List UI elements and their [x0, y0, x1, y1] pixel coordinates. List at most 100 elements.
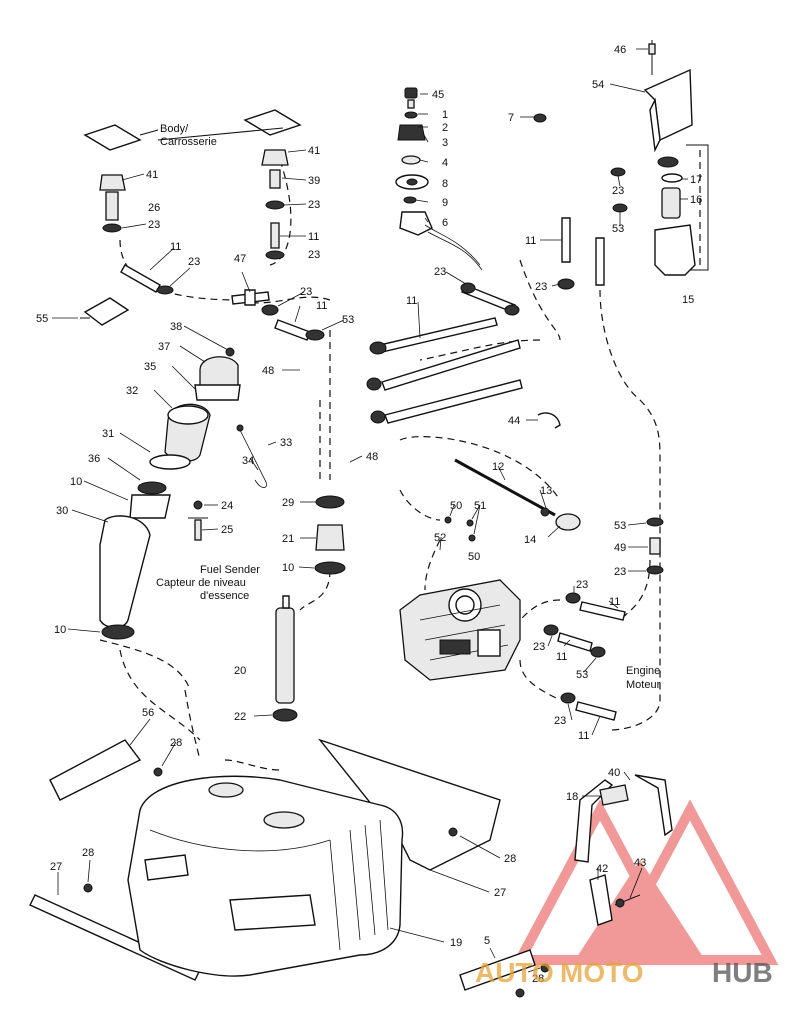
callout-10-a: 10 — [70, 476, 82, 488]
callout-36: 36 — [88, 453, 100, 465]
callout-49: 49 — [614, 542, 626, 554]
leader-lines — [52, 48, 688, 973]
fuel-pump-bracket — [643, 40, 693, 153]
callout-15: 15 — [682, 294, 694, 306]
body-label-fr: Carrosserie — [160, 136, 217, 148]
callout-1: 1 — [442, 109, 448, 121]
callout-9: 9 — [442, 197, 448, 209]
callout-56: 56 — [142, 707, 154, 719]
callout-23-i: 23 — [614, 566, 626, 578]
callout-7: 7 — [508, 112, 514, 124]
callout-11-g: 11 — [556, 651, 567, 663]
callout-13: 13 — [540, 485, 552, 497]
callout-34: 34 — [242, 455, 254, 467]
watermark-auto: AUTO — [475, 957, 554, 988]
carburetor — [399, 579, 521, 681]
callout-30: 30 — [56, 505, 68, 517]
callout-38: 38 — [170, 321, 182, 333]
callout-25: 25 — [221, 524, 233, 536]
callout-23-f: 23 — [434, 266, 446, 278]
fuel-tank — [127, 775, 404, 977]
callout-8: 8 — [442, 178, 448, 190]
callout-16: 16 — [690, 194, 702, 206]
callout-23-l: 23 — [554, 715, 566, 727]
callout-23-j: 23 — [576, 579, 588, 591]
callout-26: 26 — [148, 202, 160, 214]
callout-46: 46 — [614, 44, 626, 56]
engine-hoses — [543, 517, 664, 721]
callout-23-a: 23 — [308, 199, 320, 211]
callout-53-c: 53 — [614, 520, 626, 532]
clip-55 — [80, 297, 130, 326]
callout-28-b: 28 — [82, 847, 94, 859]
callout-41-left: 41 — [146, 169, 158, 181]
callout-23-h: 23 — [612, 185, 624, 197]
callout-21: 21 — [282, 533, 294, 545]
callout-53-a: 53 — [342, 314, 354, 326]
callout-4: 4 — [442, 157, 448, 169]
callout-12: 12 — [492, 461, 504, 473]
engine-label-fr: Moteur — [626, 679, 661, 691]
callout-53-b: 53 — [612, 223, 624, 235]
watermark-text: AUTO MOTO HUB — [475, 957, 773, 988]
callout-19: 19 — [450, 937, 462, 949]
watermark-moto: MOTO — [560, 957, 643, 988]
callout-51: 51 — [474, 500, 486, 512]
callout-53-d: 53 — [576, 669, 588, 681]
vent-valve-stack — [395, 87, 483, 271]
callout-42: 42 — [596, 863, 608, 875]
callout-23-g: 23 — [535, 281, 547, 293]
callout-32: 32 — [126, 385, 138, 397]
callout-55: 55 — [36, 313, 48, 325]
fuel-sender-label-fr1: Capteur de niveau — [156, 577, 246, 589]
callout-54: 54 — [592, 79, 604, 91]
fuel-line-routes — [99, 150, 701, 771]
callout-23-c: 23 — [308, 249, 320, 261]
fuel-sender-label-fr2: d'essence — [200, 590, 249, 602]
fuel-sender-label-en: Fuel Sender — [200, 564, 260, 576]
callout-28-c: 28 — [504, 853, 516, 865]
callout-20: 20 — [234, 665, 246, 677]
callout-6: 6 — [442, 217, 448, 229]
body-label-en: Body/ — [160, 123, 189, 135]
callout-11-e: 11 — [525, 235, 536, 247]
callout-11-d: 11 — [406, 295, 417, 307]
callout-24: 24 — [221, 500, 233, 512]
watermark-hub: HUB — [712, 957, 773, 988]
callout-35: 35 — [144, 361, 156, 373]
pickup-line — [444, 412, 581, 542]
vent-fittings-left — [99, 149, 289, 260]
text-labels: Body/ Carrosserie Fuel Sender Capteur de… — [156, 123, 661, 691]
support-bracket-right — [574, 774, 673, 926]
callout-41-right: 41 — [308, 145, 320, 157]
callout-14: 14 — [524, 534, 536, 546]
callout-47: 47 — [234, 253, 246, 265]
callout-2: 2 — [442, 122, 448, 134]
callout-31: 31 — [102, 428, 114, 440]
callout-23-d: 23 — [188, 256, 200, 268]
callout-11-c: 11 — [316, 300, 327, 312]
callout-48-b: 48 — [366, 451, 378, 463]
filler-neck-assembly — [99, 347, 267, 640]
callout-27-a: 27 — [50, 861, 62, 873]
callout-50-a: 50 — [450, 500, 462, 512]
callout-17: 17 — [690, 174, 702, 186]
callout-10-b: 10 — [282, 562, 294, 574]
callout-3: 3 — [442, 137, 448, 149]
clamp-stack-center — [314, 495, 346, 575]
callout-45: 45 — [432, 89, 444, 101]
callout-43: 43 — [634, 857, 646, 869]
callout-labels: 46 54 45 1 2 7 3 4 8 9 6 41 41 39 23 26 … — [36, 44, 702, 985]
callout-52: 52 — [434, 532, 446, 544]
callout-22: 22 — [234, 711, 246, 723]
callout-10-c: 10 — [54, 624, 66, 636]
callout-23-b: 23 — [148, 219, 160, 231]
callout-5: 5 — [484, 935, 490, 947]
callout-27-b: 27 — [494, 887, 506, 899]
callout-50-b: 50 — [468, 551, 480, 563]
watermark-logo — [511, 799, 779, 965]
callout-23-e: 23 — [300, 286, 312, 298]
callout-39: 39 — [308, 175, 320, 187]
callout-11-b: 11 — [170, 241, 181, 253]
